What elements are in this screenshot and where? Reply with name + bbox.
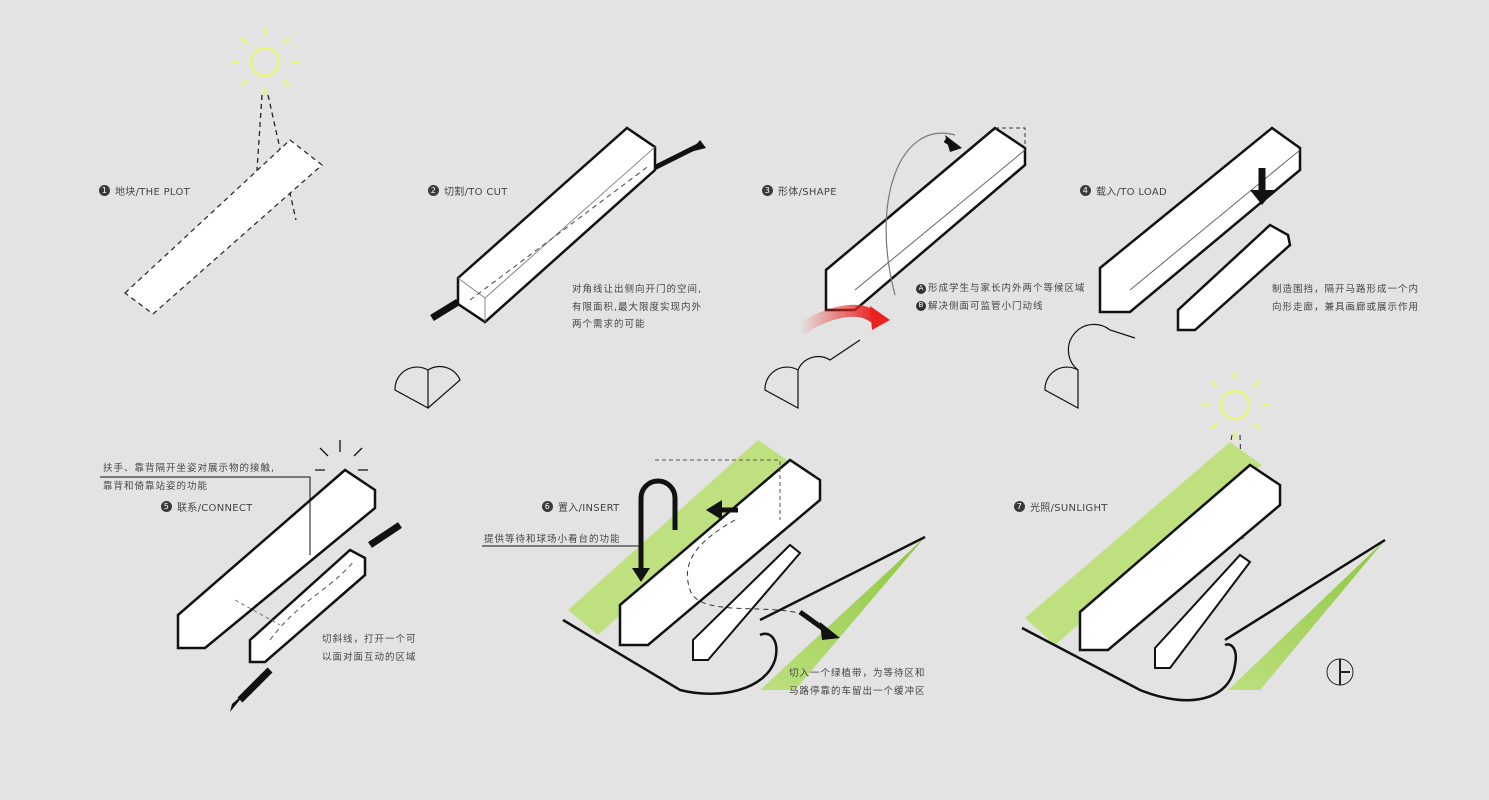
road-curve	[562, 618, 778, 695]
step-label-insert: 6 置入/INSERT	[542, 499, 620, 514]
sun-icon	[231, 28, 299, 96]
door-icon	[764, 339, 861, 410]
note-insert-left: 提供等待和球场小看台的功能	[484, 534, 621, 545]
inserted-wall	[692, 543, 802, 661]
step-number: 7	[1014, 501, 1025, 512]
step-number: 3	[762, 185, 773, 196]
step-label-shape: 3 形体/SHAPE	[762, 183, 837, 198]
sparkle-icon	[315, 440, 368, 471]
callout-line	[100, 476, 311, 555]
volume	[456, 126, 657, 324]
door-icon	[1044, 323, 1136, 410]
panel-shape	[764, 126, 1027, 410]
step-label-plot: 1 地块/THE PLOT	[99, 183, 190, 198]
note-line: 切斜线，打开一个可	[322, 634, 417, 645]
panel-insert	[482, 440, 926, 695]
step-label-sunlight: 7 光照/SUNLIGHT	[1014, 499, 1108, 514]
sun-icon	[1201, 371, 1269, 439]
u-arrow	[638, 478, 678, 570]
plot-outline	[124, 139, 323, 315]
note-line: 制造围挡，隔开马路形成一个内	[1272, 284, 1420, 295]
volume	[618, 458, 822, 647]
note-line: 以面对面互动的区域	[322, 651, 417, 663]
step-number: 1	[99, 185, 110, 196]
step-title: 切割/TO CUT	[444, 187, 508, 198]
panel-plot	[124, 28, 323, 315]
green-wedge	[1228, 540, 1385, 690]
volume	[176, 468, 377, 650]
note-connect-bottom: 切斜线，打开一个可 以面对面互动的区域	[322, 631, 417, 666]
door-icon	[394, 366, 461, 410]
note-line: 靠背和倚靠站姿的功能	[103, 480, 209, 492]
flow-arrow-outline	[885, 132, 956, 296]
green-strip	[568, 440, 790, 635]
step-label-connect: 5 联系/CONNECT	[161, 499, 253, 514]
callout-line	[482, 545, 641, 556]
note-line: 马路停靠的车留出一个缓冲区	[789, 685, 926, 697]
note-line: 扶手、靠背隔开坐姿对展示物的接触,	[103, 463, 276, 474]
step-label-cut: 2 切割/TO CUT	[428, 183, 508, 198]
note-line: 对角线让出侧向开门的空间,	[572, 284, 703, 295]
step-number: 6	[542, 501, 553, 512]
note-insert-bottom: 切入一个绿植带，为等待区和 马路停靠的车留出一个缓冲区	[789, 665, 926, 700]
step-number: 4	[1080, 185, 1091, 196]
step-title: 联系/CONNECT	[177, 503, 253, 514]
volume	[1098, 126, 1302, 314]
inserted-wall	[1154, 553, 1252, 669]
red-arrow	[796, 304, 879, 336]
volume	[1078, 463, 1282, 652]
road-curve	[1021, 626, 1237, 702]
note-load: 制造围挡，隔开马路形成一个内 向形走廊，兼具画廊或展示作用	[1272, 281, 1419, 316]
step-title: 置入/INSERT	[558, 503, 620, 514]
green-wedge	[760, 537, 925, 690]
note-connect-top: 扶手、靠背隔开坐姿对展示物的接触, 靠背和倚靠站姿的功能	[103, 460, 275, 495]
step-title: 形体/SHAPE	[778, 187, 837, 198]
note-line: 向形走廊，兼具画廊或展示作用	[1272, 301, 1420, 313]
step-label-load: 4 载入/TO LOAD	[1080, 183, 1167, 198]
step-title: 载入/TO LOAD	[1096, 187, 1167, 198]
note-line: 两个需求的可能	[572, 319, 646, 330]
note-line: 切入一个绿植带，为等待区和	[789, 668, 926, 679]
panel-connect	[100, 440, 402, 712]
panel-load	[1044, 126, 1302, 410]
north-arrow-icon	[1326, 658, 1354, 686]
badge-b: B	[916, 301, 926, 311]
note-cut: 对角线让出侧向开门的空间, 有限面积,最大限度实现内外 两个需求的可能	[572, 281, 702, 334]
step-number: 2	[428, 185, 439, 196]
note-line: 有限面积,最大限度实现内外	[572, 301, 703, 313]
note-line: 形成学生与家长内外两个等候区域	[928, 283, 1086, 294]
step-title: 地块/THE PLOT	[115, 187, 191, 198]
step-number: 5	[161, 501, 172, 512]
inserted-wall	[248, 548, 367, 664]
inserted-wall	[1176, 223, 1292, 332]
badge-a: A	[916, 283, 926, 294]
note-line: 解决侧面可监管小门动线	[928, 300, 1044, 312]
panel-sunlight	[1021, 371, 1386, 702]
step-title: 光照/SUNLIGHT	[1030, 503, 1108, 514]
panel-cut	[394, 126, 706, 410]
green-strip	[1025, 442, 1262, 645]
